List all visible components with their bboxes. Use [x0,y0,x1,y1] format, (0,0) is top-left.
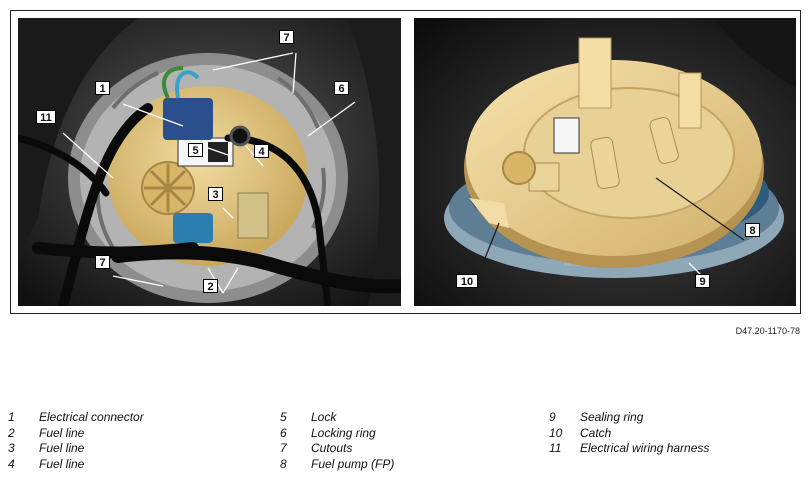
legend-text: Lock [311,410,337,424]
callout-2-upper: 2 [203,279,218,293]
legend-number: 5 [280,410,287,424]
legend-item: 1 Electrical connector [8,410,144,426]
legend-item: 4 Fuel line [8,456,84,473]
legend-column-3: 9 Sealing ring 10 Catch 11 Electrical wirin… [549,410,709,457]
legend-text: Sealing ring [580,410,644,424]
legend-item: 11 Electrical wiring harness [549,441,709,457]
callout-6: 6 [334,81,349,95]
legend-text: Catch [580,425,612,440]
legend-number: 6 [280,425,287,440]
callout-1: 1 [95,81,110,95]
legend-item: 9 Sealing ring [549,410,643,426]
legend-number: 10 [549,425,563,440]
legend-text: Electrical wiring harness [580,441,710,455]
legend-text: Locking ring [311,425,376,440]
legend-item: 7 Cutouts [280,441,352,457]
legend-number: 11 [549,441,562,455]
legend-number: 2 [8,425,15,440]
reference-code: D47.20-1170-78 [735,326,800,336]
callout-7-bottom: 7 [95,255,110,269]
callout-4: 4 [254,144,269,158]
legend-text: Fuel line [39,425,85,440]
legend-number: 7 [280,441,287,455]
callout-7-top: 7 [279,30,294,44]
callout-10: 10 [456,274,478,288]
legend-item: 10 Catch [549,425,611,442]
legend-text: Fuel line [39,441,85,455]
callout-8: 8 [745,223,760,237]
legend-text: Fuel line [39,456,85,471]
callout-9: 9 [695,274,710,288]
legend-item: 3 Fuel line [8,441,84,457]
legend-number: 3 [8,441,15,455]
photo-removed-fuel-pump [414,18,796,306]
photo-left-illustration [18,18,401,306]
legend-text: Cutouts [311,441,353,455]
legend-number: 9 [549,410,556,424]
figure-frame: 1 2 3 4 5 6 7 7 11 8 9 10 [10,10,801,314]
legend-item: 8 Fuel pump (FP) [280,456,394,473]
legend-number: 1 [8,410,15,424]
photo-right-illustration [414,18,796,306]
legend-column-2: 5 Lock 6 Locking ring 7 Cutouts 8 Fuel pump … [280,410,394,473]
legend-number: 4 [8,456,15,471]
legend-text: Fuel pump (FP) [311,456,395,471]
legend-number: 8 [280,456,287,471]
photo-installed-fuel-pump [18,18,401,306]
legend-item: 2 Fuel line [8,425,84,442]
callout-11: 11 [36,110,56,124]
legend-item: 6 Locking ring [280,425,376,442]
legend-item: 5 Lock [280,410,336,426]
callout-5: 5 [188,143,203,157]
callout-3: 3 [208,187,223,201]
legend-text: Electrical connector [39,410,144,424]
